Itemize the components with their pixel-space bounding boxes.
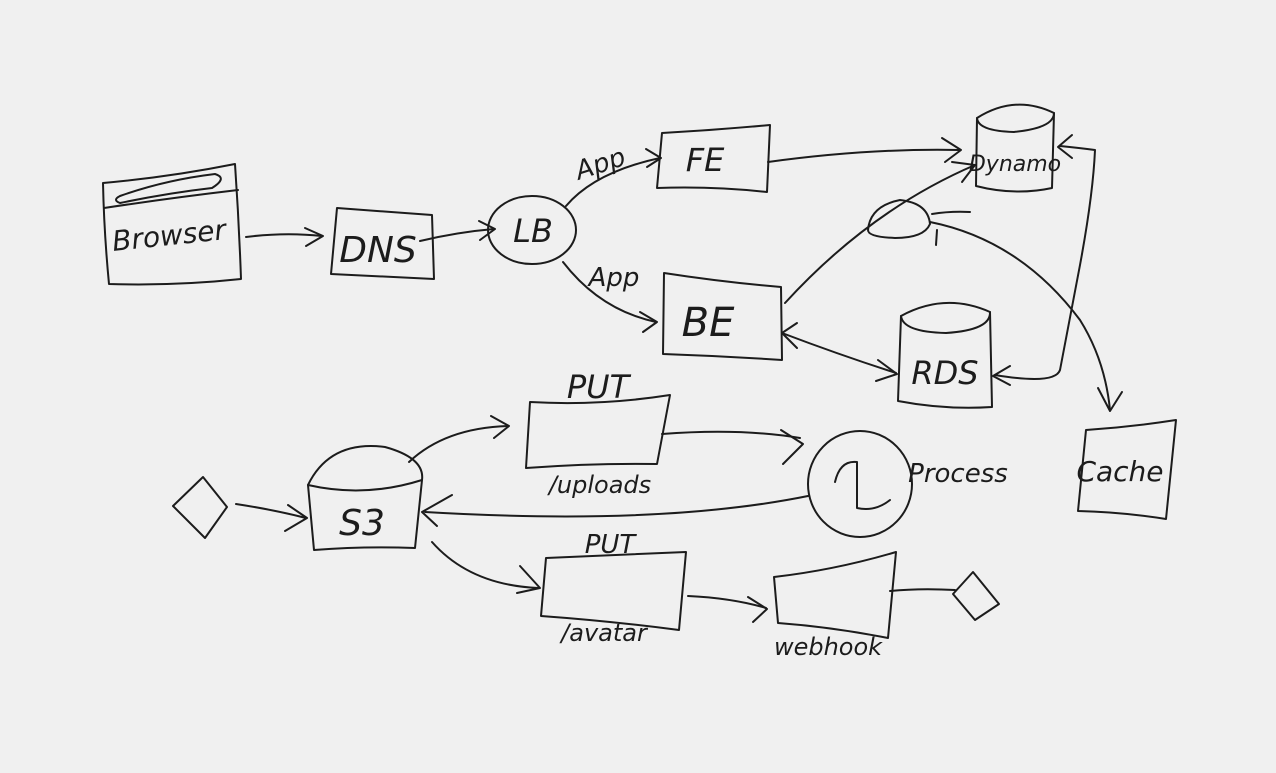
- arrowhead: [639, 311, 658, 333]
- arrowhead: [875, 359, 898, 382]
- dynamo-cylinder-body: [975, 112, 1055, 193]
- s3-bucket-body: [307, 479, 423, 551]
- s3-bucket-lid: [307, 445, 424, 492]
- edge-fe-dynamo: [767, 137, 962, 163]
- edge-rds-dynamo: [992, 134, 1096, 386]
- edge-webhook-endpoint: [889, 588, 956, 592]
- uploads-box-outline: [525, 394, 671, 469]
- rds-top-ellipse: [900, 302, 992, 334]
- process-node: Process: [807, 430, 1008, 538]
- browser-label: Browser: [111, 213, 229, 258]
- arrowhead: [780, 429, 804, 465]
- browser-titlebar-line: [103, 189, 239, 209]
- rds-node: RDS: [897, 302, 993, 409]
- arrowhead: [478, 220, 496, 241]
- be-box-outline: [662, 272, 783, 361]
- arrowhead: [992, 365, 1011, 386]
- dns-node: DNS: [330, 207, 435, 280]
- lb-node: LB: [487, 195, 577, 265]
- dynamo-node: Dynamo: [969, 103, 1061, 193]
- s3-node: S3: [307, 445, 424, 551]
- edge-browser-dns: [245, 227, 324, 247]
- edge-uploads-process: [661, 429, 804, 465]
- endpoint-diamond-icon: [952, 571, 1000, 621]
- webhook-box-outline: [773, 551, 897, 639]
- fe-box-outline: [656, 124, 771, 193]
- fe-label: FE: [686, 141, 725, 179]
- edge-lb-fe: App: [565, 142, 662, 207]
- rds-cylinder-body: [897, 311, 993, 409]
- arrowhead: [516, 565, 541, 594]
- edge-be-rds: [781, 322, 898, 382]
- arrowhead: [284, 504, 308, 532]
- fe-node: FE: [656, 124, 771, 193]
- dynamo-top-ellipse: [976, 103, 1055, 133]
- cache-label: Cache: [1076, 455, 1163, 488]
- arrowhead: [645, 148, 662, 168]
- process-label: Process: [908, 459, 1008, 489]
- rds-label: RDS: [911, 354, 978, 392]
- avatar-label: /avatar: [559, 619, 649, 647]
- avatar-node: /avatar: [540, 551, 687, 647]
- edge-avatar-webhook: [687, 595, 768, 623]
- s3-label: S3: [339, 503, 385, 544]
- arrowhead: [490, 415, 510, 439]
- browser-address-bar: [115, 173, 222, 204]
- dns-label: DNS: [339, 230, 417, 271]
- cache-node: Cache: [1076, 419, 1177, 520]
- webhook-label: webhook: [774, 633, 883, 661]
- edge-oval-cache: [929, 210, 1123, 412]
- edge-s3-avatar: PUT: [431, 530, 638, 594]
- lambda-squiggle-icon: [834, 460, 891, 510]
- arrowhead: [1057, 134, 1073, 159]
- avatar-box-outline: [540, 551, 687, 631]
- cache-box-outline: [1077, 419, 1177, 520]
- edge-s3-uploads: PUT: [408, 368, 632, 463]
- process-circle-outline: [807, 430, 913, 538]
- edge-dns-lb: [419, 220, 496, 242]
- browser-node: Browser: [102, 163, 242, 286]
- be-label: BE: [682, 300, 735, 346]
- be-node: BE: [662, 272, 783, 361]
- dynamo-label: Dynamo: [969, 152, 1061, 177]
- client-diamond-icon: [172, 476, 228, 539]
- edge-label-put-avatar: PUT: [585, 530, 638, 560]
- edge-client-s3: [235, 503, 308, 532]
- edge-label-lb-fe: App: [570, 142, 629, 187]
- arrowhead: [1097, 387, 1123, 412]
- cdn-oval-icon: [867, 199, 931, 239]
- edge-process-s3: [421, 494, 809, 527]
- edge-label-put-uploads: PUT: [567, 368, 632, 406]
- arrowhead: [941, 137, 962, 163]
- arrowhead: [747, 596, 768, 623]
- dns-box-outline: [330, 207, 435, 280]
- arrowhead: [421, 494, 453, 527]
- uploads-label: /uploads: [547, 471, 651, 499]
- edge-be-dynamo: [784, 161, 976, 304]
- uploads-node: /uploads: [525, 394, 671, 499]
- lb-label: LB: [513, 212, 553, 250]
- webhook-node: webhook: [773, 551, 897, 661]
- browser-window-frame: [102, 163, 242, 286]
- arrowhead: [304, 227, 324, 247]
- arrowhead: [781, 322, 798, 349]
- edge-lb-be: App: [562, 261, 658, 333]
- arrowhead: [951, 161, 976, 183]
- edge-label-lb-be: App: [587, 263, 640, 293]
